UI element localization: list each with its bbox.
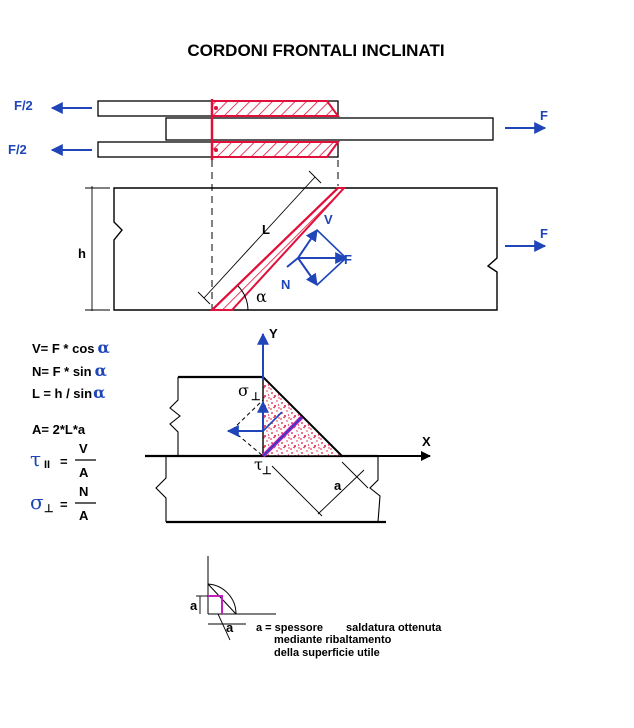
right-force-label-top: F bbox=[540, 108, 548, 123]
tau-numerator: V bbox=[79, 441, 88, 456]
a-label: a bbox=[334, 478, 342, 493]
a-vertical-label: a bbox=[190, 598, 198, 613]
tau-denominator: A bbox=[79, 465, 89, 480]
h-label: h bbox=[78, 246, 86, 261]
tau-perp-sub: ⊥ bbox=[262, 465, 272, 477]
X-label: X bbox=[422, 434, 431, 449]
right-force-label-plan: F bbox=[540, 226, 548, 241]
alpha-label: α bbox=[256, 287, 267, 306]
throat-square bbox=[208, 595, 223, 614]
a-horizontal-label: a bbox=[226, 620, 234, 635]
Y-label: Y bbox=[269, 326, 278, 341]
plan-view: L h α V F N F bbox=[78, 170, 548, 311]
upper-weld bbox=[211, 100, 340, 117]
left-force-top-label: F/2 bbox=[14, 98, 33, 113]
N-vector-tail bbox=[286, 257, 299, 268]
lower-weld bbox=[211, 141, 340, 158]
middle-plate-break bbox=[155, 456, 167, 522]
throat-detail: a a a = spessore saldatura ottenuta medi… bbox=[190, 556, 442, 659]
sigma-perp-label: σ bbox=[238, 381, 249, 400]
central-plate bbox=[165, 117, 494, 141]
page-title: CORDONI FRONTALI INCLINATI bbox=[187, 41, 444, 60]
V-label: V bbox=[324, 212, 333, 227]
sigma-subscript: ⊥ bbox=[44, 503, 54, 515]
L-dimension bbox=[203, 176, 316, 299]
a-dimension bbox=[317, 469, 365, 515]
sigma-symbol: σ bbox=[30, 490, 44, 514]
F-label: F bbox=[344, 252, 352, 267]
rotation-arc bbox=[207, 583, 237, 615]
right-plate-break bbox=[369, 456, 381, 523]
N-vector bbox=[297, 257, 318, 286]
section-view: Y X σ ⊥ τ ⊥ a bbox=[145, 326, 431, 524]
L-label: L bbox=[262, 222, 270, 237]
sigma-numerator: N bbox=[79, 484, 88, 499]
sigma-perp-sub: ⊥ bbox=[251, 391, 261, 403]
upper-plate-break bbox=[169, 377, 181, 456]
tau-symbol: τ bbox=[30, 447, 41, 471]
V-vector bbox=[297, 229, 318, 259]
plate-outline bbox=[113, 187, 498, 311]
caption-line-2: saldatura ottenuta bbox=[346, 622, 442, 634]
N-label: N bbox=[281, 277, 290, 292]
caption-line-1: a = spessore bbox=[256, 622, 323, 634]
a-dim-line-1 bbox=[271, 465, 323, 517]
formula-L: L = h / sinα bbox=[32, 383, 105, 402]
sigma-denominator: A bbox=[79, 508, 89, 523]
lap-joint-elevation: F/2 F/2 F bbox=[8, 98, 548, 160]
formula-A: A= 2*L*a bbox=[32, 422, 86, 437]
tau-subscript: II bbox=[44, 459, 50, 471]
sigma-equals: = bbox=[60, 497, 68, 512]
tau-perp-label: τ bbox=[254, 455, 263, 474]
left-force-bottom-label: F/2 bbox=[8, 142, 27, 157]
alpha-arc bbox=[237, 285, 249, 311]
tau-equals: = bbox=[60, 454, 68, 469]
caption-line-3: mediante ribaltamento bbox=[274, 634, 392, 646]
caption-line-4: della superficie utile bbox=[274, 647, 380, 659]
